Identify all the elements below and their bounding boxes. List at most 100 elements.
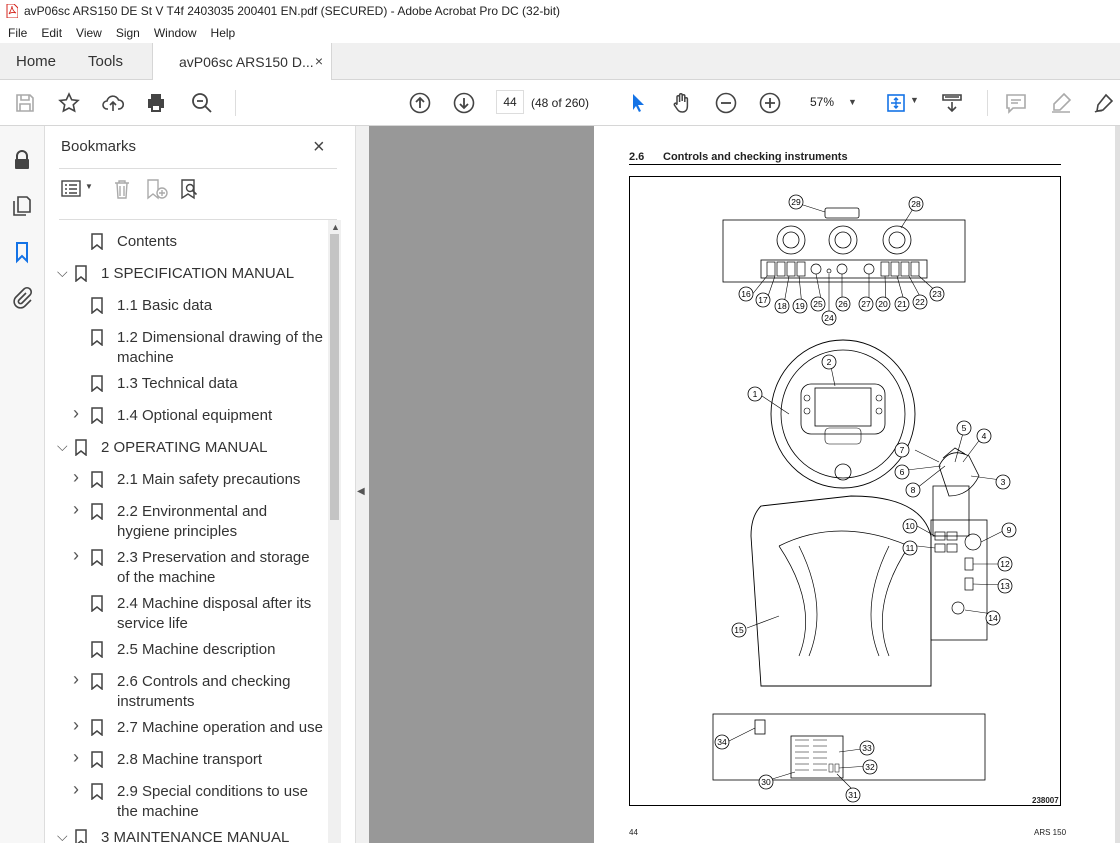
tab-home[interactable]: Home [16, 53, 57, 70]
sign-pen-icon[interactable] [1092, 91, 1116, 115]
tab-tools[interactable]: Tools [88, 53, 124, 70]
bookmark-flag-icon [75, 829, 87, 843]
bookmark-item[interactable]: 1.1 Basic data [45, 296, 329, 316]
menu-view[interactable]: View [76, 25, 102, 40]
chevron-right-icon[interactable]: › [73, 499, 79, 519]
tab-close-icon[interactable]: × [314, 53, 323, 69]
chevron-right-icon[interactable]: › [73, 403, 79, 423]
bookmark-item[interactable]: ›2.2 Environmental and hygiene principle… [45, 499, 329, 542]
bookmark-label: 2.9 Special conditions to use the machin… [117, 783, 308, 820]
bookmark-item[interactable]: ›2.1 Main safety precautions [45, 467, 329, 490]
zoom-select[interactable]: 57% ▼ [800, 90, 862, 114]
menu-file[interactable]: File [8, 25, 28, 40]
select-cursor-icon[interactable] [626, 91, 650, 115]
document-scrollbar[interactable] [1115, 126, 1120, 843]
page-count: (48 of 260) [531, 96, 590, 110]
fit-page-icon[interactable] [884, 91, 908, 115]
chevron-down-icon[interactable]: ⌵ [57, 828, 68, 843]
callout-label: 21 [897, 299, 907, 309]
chevron-right-icon[interactable]: › [73, 715, 79, 735]
tab-document[interactable]: avP06sc ARS150 D... × [152, 43, 332, 81]
menu-sign[interactable]: Sign [115, 25, 140, 40]
callout-label: 14 [988, 613, 998, 623]
callout-label: 17 [758, 295, 768, 305]
callout-33: 33 [859, 740, 875, 756]
bookmark-item[interactable]: ⌵2 OPERATING MANUAL [45, 438, 329, 458]
lock-icon[interactable] [10, 148, 34, 172]
new-bookmark-icon[interactable] [145, 178, 169, 200]
chevron-right-icon[interactable]: › [73, 669, 79, 689]
bookmark-item[interactable]: › 2.9 Special conditions to use the machi… [45, 779, 329, 822]
find-bookmark-icon[interactable] [179, 178, 203, 200]
title-bar: avP06sc ARS150 DE St V T4f 2403035 20040… [0, 0, 1120, 22]
callout-label: 4 [982, 431, 987, 441]
bookmark-item[interactable]: ›2.8 Machine transport [45, 747, 329, 770]
panel-divider [59, 168, 337, 169]
attachment-paperclip-icon[interactable] [10, 286, 34, 310]
bookmark-flag-icon [91, 641, 103, 658]
callout-label: 24 [824, 313, 834, 323]
comment-icon[interactable] [1004, 91, 1028, 115]
bookmark-flag-icon [91, 329, 103, 346]
bookmark-item[interactable]: ›1.4 Optional equipment [45, 403, 329, 426]
section-title: Controls and checking instruments [663, 151, 848, 163]
hand-tool-icon[interactable] [670, 91, 694, 115]
bookmark-item[interactable]: ›2.3 Preservation and storage of the mac… [45, 545, 329, 588]
callout-14: 14 [985, 610, 1001, 626]
chevron-down-icon[interactable]: ⌵ [57, 264, 68, 280]
bookmark-item[interactable]: ⌵1 SPECIFICATION MANUAL [45, 264, 329, 284]
pages-thumbnails-icon[interactable] [10, 194, 34, 218]
chevron-right-icon[interactable]: › [73, 747, 79, 767]
chevron-right-icon[interactable]: › [73, 545, 79, 565]
bookmarks-scroll-thumb[interactable] [330, 234, 339, 520]
chevron-right-icon[interactable]: › [73, 779, 79, 799]
collapse-arrow-icon[interactable]: ◀ [357, 486, 365, 497]
bookmark-item[interactable]: ›2.6 Controls and checking instruments [45, 669, 329, 712]
callout-label: 1 [753, 389, 758, 399]
bookmarks-title: Bookmarks [61, 138, 137, 155]
page-gutter [369, 126, 594, 843]
bookmarks-close-icon[interactable]: × [313, 136, 325, 158]
next-page-icon[interactable] [452, 91, 476, 115]
options-dropdown-icon[interactable]: ▼ [85, 182, 93, 191]
bookmark-item[interactable]: ›2.7 Machine operation and use [45, 715, 329, 738]
options-menu-icon[interactable] [61, 180, 83, 198]
scroll-up-icon[interactable]: ▲ [331, 222, 340, 232]
upload-cloud-icon[interactable] [101, 91, 125, 115]
delete-bookmark-icon[interactable] [111, 178, 133, 200]
panel-collapse-bar[interactable] [355, 126, 369, 843]
bookmark-item[interactable]: ⌵3 MAINTENANCE MANUAL [45, 828, 329, 843]
page-number-input[interactable]: 44 [496, 90, 524, 114]
menu-help[interactable]: Help [210, 25, 236, 40]
star-icon[interactable] [57, 91, 81, 115]
chevron-down-icon[interactable]: ⌵ [57, 438, 68, 454]
bookmark-item[interactable]: Contents [45, 232, 329, 252]
print-icon[interactable] [144, 91, 168, 115]
scroll-mode-icon[interactable] [940, 91, 964, 115]
callout-8: 8 [905, 482, 921, 498]
bookmark-item[interactable]: 1.3 Technical data [45, 374, 329, 394]
section-number: 2.6 [629, 151, 645, 163]
zoom-out-icon[interactable] [714, 91, 738, 115]
save-icon[interactable] [13, 91, 37, 115]
callout-1: 1 [747, 386, 763, 402]
bookmark-panel-icon[interactable] [10, 240, 34, 264]
highlight-pen-icon[interactable] [1049, 91, 1073, 115]
callout-label: 23 [932, 289, 942, 299]
chevron-right-icon[interactable]: › [73, 467, 79, 487]
bookmark-flag-icon [91, 233, 103, 250]
callout-label: 16 [741, 289, 751, 299]
zoom-search-icon[interactable] [190, 91, 214, 115]
bookmark-item[interactable]: 2.5 Machine description [45, 640, 329, 660]
zoom-in-icon[interactable] [758, 91, 782, 115]
menu-bar: File Edit View Sign Window Help [0, 22, 1120, 43]
callout-label: 11 [906, 543, 915, 553]
bookmark-item[interactable]: 1.2 Dimensional drawing of the machine [45, 328, 329, 368]
callout-22: 22 [912, 294, 928, 310]
bookmark-label: 1.3 Technical data [117, 375, 238, 392]
previous-page-icon[interactable] [408, 91, 432, 115]
fit-page-dropdown-icon[interactable]: ▼ [910, 95, 919, 105]
bookmark-item[interactable]: 2.4 Machine disposal after its service l… [45, 594, 329, 634]
menu-window[interactable]: Window [153, 25, 197, 40]
menu-edit[interactable]: Edit [41, 25, 63, 40]
